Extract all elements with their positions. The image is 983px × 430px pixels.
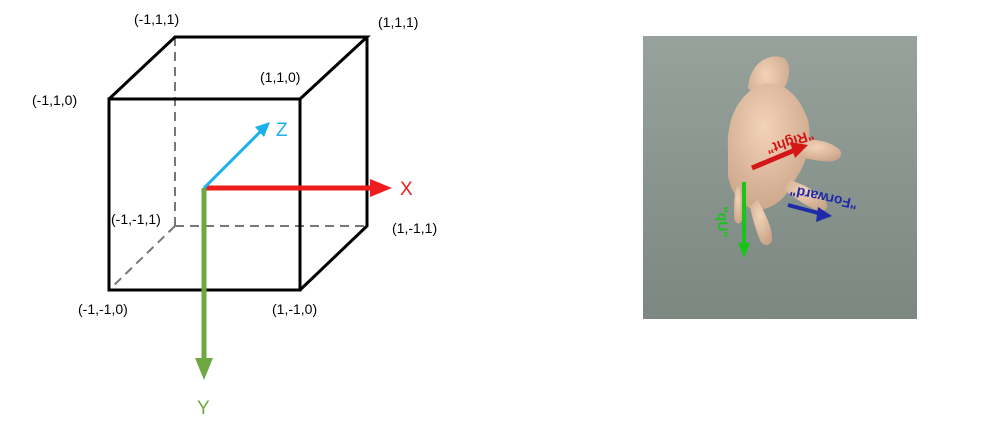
hand-label-up: "Up" (715, 206, 731, 238)
z-axis-arrow (202, 122, 270, 190)
corner-label-top-front-left: (-1,1,0) (32, 92, 77, 108)
x-axis-arrow (204, 179, 392, 197)
hand-forward-arrow (787, 203, 832, 222)
hand-render: "Right" "Forward" "Up" (643, 36, 917, 319)
corner-label-top-front-right: (1,1,0) (260, 69, 300, 85)
corner-label-bottom-front-left: (-1,-1,0) (78, 301, 128, 317)
corner-label-bottom-back-right: (1,-1,1) (392, 220, 437, 236)
corner-label-top-back-left: (-1,1,1) (134, 11, 179, 27)
hand-up-arrow (738, 182, 750, 258)
cube (107, 35, 371, 292)
x-axis-label: X (400, 179, 413, 200)
corner-label-bottom-front-right: (1,-1,0) (272, 301, 317, 317)
cube-right-edges (298, 37, 369, 292)
z-axis-label: Z (276, 120, 288, 141)
corner-label-top-back-right: (1,1,1) (378, 14, 418, 30)
y-axis-arrow (195, 188, 213, 380)
corner-label-bottom-back-left: (-1,-1,1) (111, 211, 161, 227)
cube-top-edges (107, 35, 371, 101)
hand-right-arrow (751, 142, 808, 171)
cube-hidden-edge (108, 225, 176, 291)
y-axis-label: Y (197, 398, 210, 419)
